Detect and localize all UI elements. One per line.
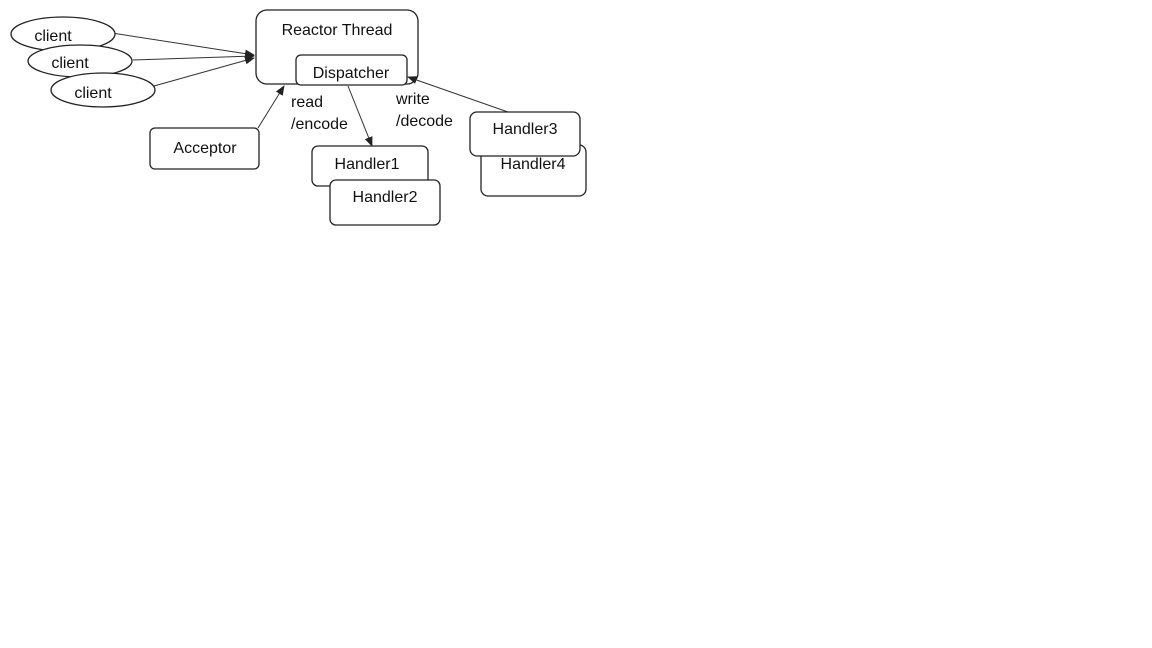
- client-label-2: client: [51, 55, 89, 72]
- handler4-label: Handler4: [501, 156, 566, 173]
- client-3-to-reactor-arrow: [153, 56, 255, 87]
- client-label-3: client: [74, 85, 112, 102]
- encode-edge-label: /encode: [291, 116, 348, 133]
- handler3-box: [469, 111, 581, 157]
- handler3-label: Handler3: [493, 121, 558, 138]
- dispatcher-to-handler1-arrow: [347, 85, 373, 147]
- client-2-to-reactor-arrow: [132, 52, 255, 61]
- client-1-to-reactor-arrow: [111, 32, 255, 58]
- decode-edge-label: /decode: [396, 113, 453, 130]
- handler2-label: Handler2: [353, 189, 418, 206]
- client-node-3: [50, 72, 156, 108]
- read-edge-label: read: [291, 94, 323, 111]
- handler3-to-dispatcher-arrow: [407, 76, 509, 113]
- acceptor-label: Acceptor: [173, 140, 237, 157]
- acceptor-to-reactor-arrow: [257, 85, 285, 129]
- handler2-box: [329, 179, 441, 226]
- handler1-label: Handler1: [335, 156, 400, 173]
- acceptor-box: [149, 127, 260, 170]
- dispatcher-label: Dispatcher: [313, 65, 390, 82]
- dispatcher-box: [295, 54, 408, 86]
- client-label-1: client: [34, 28, 72, 45]
- reactor-thread-label: Reactor Thread: [282, 22, 393, 39]
- write-edge-label: write: [395, 91, 430, 108]
